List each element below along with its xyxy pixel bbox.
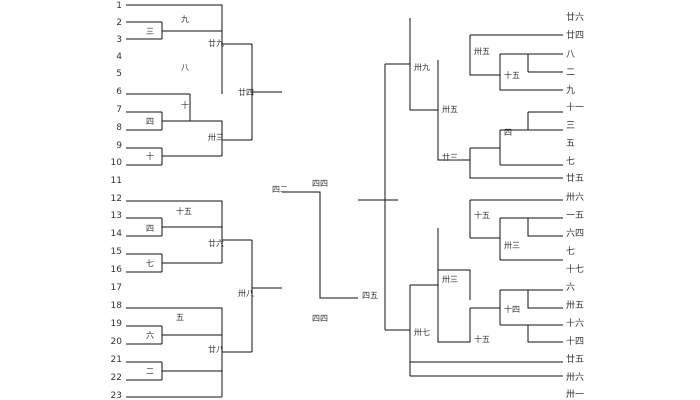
left-half: 1 2 3 4 5 6 7 8 9 10 11 12 13 14 15 16 1… xyxy=(111,1,282,400)
seed-label: 12 xyxy=(111,194,122,204)
round2-label: 卅三 xyxy=(442,275,458,284)
seed-label: 17 xyxy=(111,283,122,293)
round1-label: 九 xyxy=(181,15,189,24)
seed-label: 七 xyxy=(566,156,575,167)
seed-label: 23 xyxy=(111,391,122,400)
round2-connectors xyxy=(189,4,252,398)
round1-label: 卅三 xyxy=(504,241,520,250)
seed-label: 6 xyxy=(116,87,122,97)
round1-label: 十五 xyxy=(474,210,490,220)
round1-label: 六 xyxy=(146,330,154,340)
right-connectors xyxy=(384,18,563,377)
seed-label: 五 xyxy=(566,139,575,149)
round3-label: 廿四 xyxy=(238,87,254,97)
seed-label: 卅一 xyxy=(566,389,584,400)
seed-label: 六 xyxy=(566,281,575,293)
seed-label: 10 xyxy=(111,158,123,168)
round3-label: 卅八 xyxy=(238,289,254,298)
round1-label: 卅五 xyxy=(474,47,490,56)
round1-label: 二 xyxy=(146,367,154,376)
seed-label: 9 xyxy=(116,141,122,151)
seed-label: 11 xyxy=(111,176,122,186)
round2-label: 廿三 xyxy=(442,152,458,162)
round1-label: 五 xyxy=(176,313,184,322)
seed-label: 22 xyxy=(111,373,122,383)
seed-label: 七 xyxy=(566,246,575,257)
seed-label: 15 xyxy=(111,247,122,257)
round1-label: 十 xyxy=(181,100,189,110)
seed-label: 九 xyxy=(566,85,575,96)
seed-label: 8 xyxy=(116,123,122,133)
round1-label: 十 xyxy=(146,151,154,161)
seed-label: 1 xyxy=(116,1,122,11)
seed-label: 十四 xyxy=(566,335,584,347)
seed-label: 廿四 xyxy=(566,29,584,41)
round2-label: 卅五 xyxy=(442,105,458,114)
seed-label: 7 xyxy=(116,105,122,115)
round2-label: 廿八 xyxy=(208,344,224,354)
seed-label: 六四 xyxy=(566,227,584,239)
seed-label: 卅五 xyxy=(566,300,584,311)
final-label-right: 四四 xyxy=(312,314,328,323)
round1-label: 四 xyxy=(504,128,512,137)
seed-label: 4 xyxy=(116,52,122,62)
seed-label: 3 xyxy=(116,35,122,45)
seed-label: 十一 xyxy=(566,101,584,113)
seed-label: 19 xyxy=(111,319,123,329)
round2-label: 十五 xyxy=(474,334,490,344)
final-label-left: 四四 xyxy=(312,179,328,188)
seed-label: 14 xyxy=(111,229,123,239)
seed-label: 卅六 xyxy=(566,371,584,383)
seed-label: 八 xyxy=(566,50,575,60)
champion-top: 四二 xyxy=(272,185,288,194)
round1-label: 四 xyxy=(146,117,154,126)
seed-label: 廿六 xyxy=(566,11,584,23)
seed-label: 13 xyxy=(111,211,122,221)
seed-label: 廿五 xyxy=(566,353,584,365)
round1-connectors xyxy=(161,22,190,380)
seed-label: 20 xyxy=(111,337,123,347)
seed-label: 十六 xyxy=(566,317,584,329)
seed-label: 卅六 xyxy=(566,191,584,203)
round1-label: 十五 xyxy=(504,70,520,80)
seed-label: 2 xyxy=(116,18,122,28)
seed-label: 二 xyxy=(566,68,575,78)
round1-label: 十五 xyxy=(176,206,192,216)
center-final: 四四 四四 四二 四五 xyxy=(272,179,385,323)
seed-label: 21 xyxy=(111,355,122,365)
seed-label: 三 xyxy=(566,121,575,131)
round3-label: 卅七 xyxy=(414,328,430,337)
round1-label: 八 xyxy=(181,63,189,72)
round2-label: 廿六 xyxy=(208,238,224,248)
seed-label: 廿五 xyxy=(566,172,584,184)
round3-label: 卅九 xyxy=(414,63,430,72)
seed-label: 18 xyxy=(111,301,123,311)
seed-label: 十七 xyxy=(566,263,584,275)
round1-label: 七 xyxy=(146,259,154,268)
round1-label: 三 xyxy=(146,27,154,36)
champion-bottom: 四五 xyxy=(362,291,378,300)
round2-label: 廿九 xyxy=(208,38,224,48)
seed-label: 一五 xyxy=(566,211,584,221)
round2-label: 卅三 xyxy=(208,133,224,142)
round1-label: 十四 xyxy=(504,304,520,314)
seed-label: 5 xyxy=(116,69,122,79)
seed-label: 16 xyxy=(111,265,123,275)
round3-connectors xyxy=(251,44,282,352)
seed-lines xyxy=(126,4,190,398)
right-half: 卅九 卅七 卅五 廿三 卅三 十五 卅五 十五 四 十五 卅三 十四 廿六 廿四… xyxy=(384,11,584,400)
round1-label: 四 xyxy=(146,224,154,233)
